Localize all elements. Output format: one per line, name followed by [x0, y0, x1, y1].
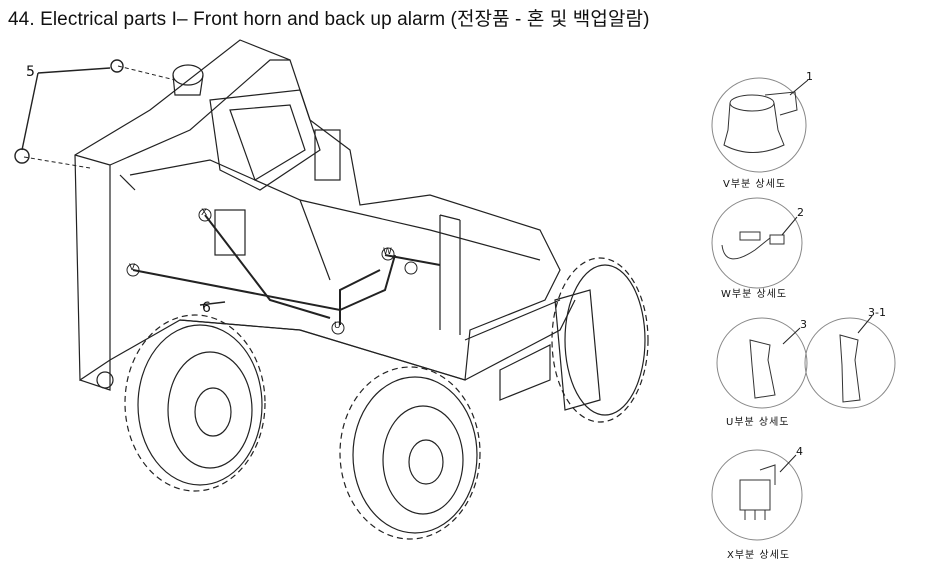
marker-circles [126, 208, 418, 335]
callout-6: 6 [202, 300, 211, 316]
detail-part-2: 2 [797, 206, 804, 219]
detail-caption-w: W부분 상세도 [721, 289, 788, 300]
detail-parts [721, 91, 861, 520]
rear-left-wheel [339, 366, 481, 540]
detail-leaders [779, 79, 873, 473]
part5-leaders [14, 59, 226, 306]
detail-caption-x: X부분 상세도 [727, 550, 791, 561]
detail-caption-u: U부분 상세도 [726, 417, 790, 428]
page-title: 44. Electrical parts I– Front horn and b… [8, 9, 650, 30]
detail-part-3-1: 3-1 [868, 306, 886, 319]
detail-part-1: 1 [806, 70, 813, 83]
front-left-wheel [124, 314, 266, 492]
marker-x: X [201, 208, 208, 218]
callout-5: 5 [26, 64, 35, 80]
rear-right-wheel [551, 257, 649, 423]
detail-caption-v: V부분 상세도 [723, 179, 787, 190]
machine-body [74, 39, 601, 411]
marker-u: U [334, 321, 341, 331]
wiring-leaders [132, 214, 441, 325]
detail-part-4: 4 [796, 445, 803, 458]
marker-v: V [129, 263, 136, 273]
detail-circles [711, 77, 896, 541]
marker-w: W [383, 247, 392, 257]
detail-part-3: 3 [800, 318, 807, 331]
